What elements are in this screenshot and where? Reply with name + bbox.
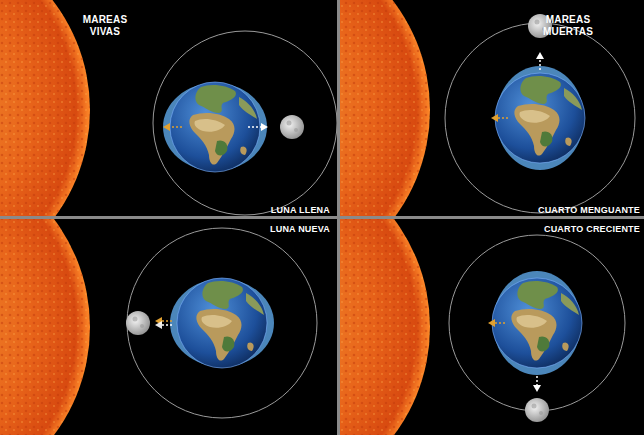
moon-phase-label: LUNA NUEVA: [270, 224, 330, 235]
panel-new-moon: [0, 219, 337, 435]
moon-phase-label: LUNA LLENA: [271, 205, 330, 216]
moon-phase-label: CUARTO CRECIENTE: [544, 224, 640, 235]
moon-phase-label: CUARTO MENGUANTE: [538, 205, 640, 216]
tide-heading: MAREAS VIVAS: [70, 14, 140, 38]
panel-last-quarter: [340, 0, 644, 216]
tide-heading: MAREAS MUERTAS: [533, 14, 603, 38]
panel-first-quarter: [340, 219, 644, 435]
panel-full-moon: [0, 0, 337, 216]
